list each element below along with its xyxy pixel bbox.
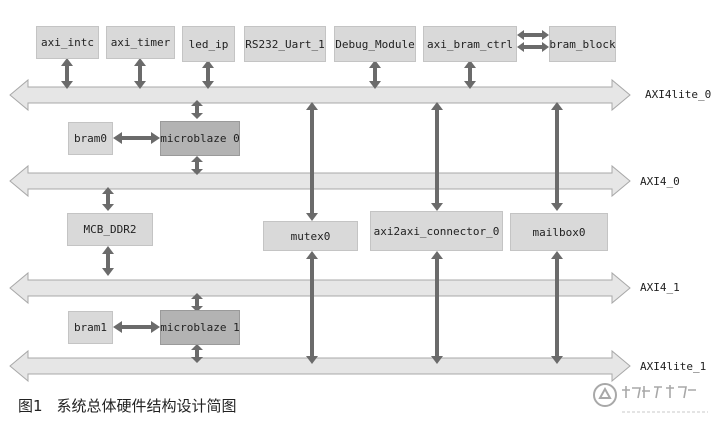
bram0-label: bram0 (73, 132, 108, 145)
bus-label-axi4lite-0: AXI4lite_0 (645, 88, 712, 101)
arrow-debug-module (369, 60, 381, 89)
arrow-mutex-axi4lite1 (306, 251, 318, 364)
microblaze0-label: microblaze 0 (160, 132, 240, 145)
bus-axi4lite-1 (9, 349, 631, 383)
rs232-uart-block: RS232_Uart_1 (244, 26, 326, 62)
figure-caption: 图1 系统总体硬件结构设计简图 (18, 395, 237, 416)
arrow-mb1-top (191, 293, 203, 312)
watermark-text-graphic (622, 385, 708, 413)
bus-label-axi4-1: AXI4_1 (640, 281, 680, 294)
led-ip-block: led_ip (182, 26, 235, 62)
mcb-ddr2-label: MCB_DDR2 (83, 223, 137, 236)
arrow-mcb-bottom (102, 246, 114, 276)
arrow-bram1-mb1 (113, 321, 160, 333)
rs232-uart-label: RS232_Uart_1 (245, 37, 325, 51)
watermark (592, 380, 718, 424)
debug-module-label: Debug_Module (335, 37, 415, 51)
axi-intc-block: axi_intc (36, 26, 99, 59)
bus-axi4lite-0 (9, 78, 631, 112)
axi-timer-label: axi_timer (110, 36, 171, 49)
caption-text: 系统总体硬件结构设计简图 (56, 397, 237, 415)
arrow-rs232-mutex (306, 102, 318, 221)
bram1-block: bram1 (68, 311, 113, 344)
bram0-block: bram0 (68, 122, 113, 155)
arrow-mb0-top (191, 100, 203, 119)
bram-block-label: bram_block (549, 37, 616, 51)
microblaze0-block: microblaze 0 (160, 121, 240, 156)
arrow-bramctrl-bramblock-upper (517, 30, 549, 40)
bus-axi4-1 (9, 271, 631, 305)
bus-label-axi4lite-1: AXI4lite_1 (640, 360, 707, 373)
microblaze1-label: microblaze 1 (160, 321, 240, 334)
axi-timer-block: axi_timer (106, 26, 175, 59)
axi-intc-label: axi_intc (41, 36, 94, 49)
mutex0-label: mutex0 (290, 229, 331, 243)
axi-bram-ctrl-block: axi_bram_ctrl (423, 26, 517, 62)
arrow-mb0-bottom (191, 156, 203, 175)
led-ip-label: led_ip (188, 37, 229, 51)
arrow-connector-top (431, 102, 443, 211)
axi2axi-connector-label: axi2axi_connector_0 (373, 224, 500, 238)
watermark-logo-icon (593, 383, 617, 407)
caption-number: 图1 (18, 397, 43, 415)
mutex0-block: mutex0 (263, 221, 358, 251)
arrow-axi-timer (134, 58, 146, 89)
mcb-ddr2-block: MCB_DDR2 (67, 213, 153, 246)
arrow-mailbox-bottom (551, 251, 563, 364)
bram-block-block: bram_block (549, 26, 616, 62)
microblaze1-block: microblaze 1 (160, 310, 240, 345)
axi2axi-connector-block: axi2axi_connector_0 (370, 211, 503, 251)
bus-axi4-0 (9, 164, 631, 198)
arrow-led-ip (202, 60, 214, 89)
arrow-axi-intc (61, 58, 73, 89)
bus-label-axi4-0: AXI4_0 (640, 175, 680, 188)
arrow-bram0-mb0 (113, 132, 160, 144)
arrow-mailbox-top (551, 102, 563, 211)
axi-bram-ctrl-label: axi_bram_ctrl (426, 37, 514, 51)
arrow-mb1-bottom (191, 344, 203, 363)
mailbox0-label: mailbox0 (532, 225, 586, 239)
mailbox0-block: mailbox0 (510, 213, 608, 251)
debug-module-block: Debug_Module (334, 26, 416, 62)
bram1-label: bram1 (73, 321, 108, 334)
arrow-bramctrl-bramblock-lower (517, 42, 549, 52)
arrow-mcb-top (102, 187, 114, 211)
arrow-connector-bottom (431, 251, 443, 364)
arrow-axi-bram-ctrl (464, 60, 476, 89)
